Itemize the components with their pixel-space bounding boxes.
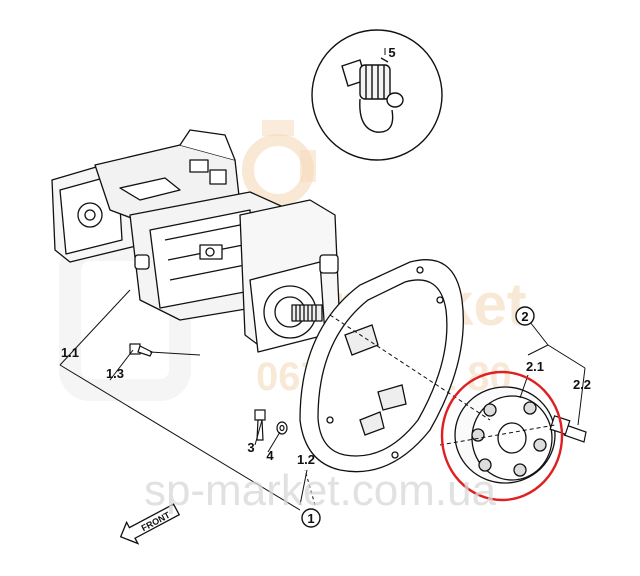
- flywheel-housing-plate: [299, 259, 464, 473]
- callout-1: 1: [301, 508, 321, 528]
- label-1-3: 1.3: [106, 366, 124, 381]
- coupling-disc: [454, 386, 556, 484]
- hydraulic-pump-drawing: [51, 129, 341, 353]
- svg-text:1: 1: [307, 511, 314, 526]
- label-2-1: 2.1: [526, 359, 544, 374]
- washer-4: [276, 421, 288, 435]
- label-1-1: 1.1: [61, 345, 79, 360]
- label-3: 3: [247, 440, 254, 455]
- bolt-3: [254, 409, 266, 441]
- inset-detail: [311, 29, 443, 161]
- label-1-2: 1.2: [297, 452, 315, 467]
- label-2-2: 2.2: [573, 377, 591, 392]
- bolt-1-3: [129, 343, 153, 357]
- watermark-site: sp-market.com.ua: [144, 466, 497, 515]
- leader-lines: [59, 48, 586, 511]
- coupling-bolt: [549, 415, 587, 443]
- svg-text:2: 2: [521, 309, 528, 324]
- label-5: 5: [388, 45, 395, 60]
- label-4: 4: [266, 448, 274, 463]
- callout-2: 2: [515, 306, 535, 326]
- highlight-circle: [440, 370, 564, 502]
